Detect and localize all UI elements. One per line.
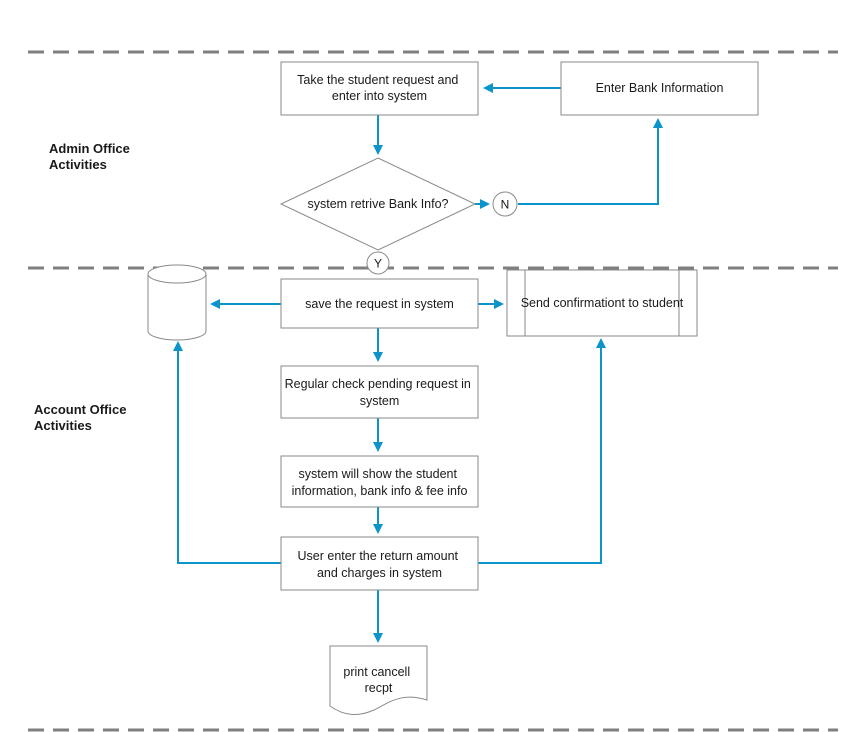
- edge-user-enter-to-database: [173, 341, 281, 564]
- document-print-receipt-label: print cancell recpt: [343, 665, 413, 695]
- process-regular-check[interactable]: Regular check pending request in system: [280, 365, 479, 419]
- process-show-info-label: system will show the student information…: [292, 467, 468, 498]
- connector-no[interactable]: N: [492, 191, 518, 217]
- process-take-request[interactable]: Take the student request and enter into …: [280, 61, 479, 116]
- process-save-request[interactable]: save the request in system: [280, 278, 479, 329]
- process-enter-bank-info-label: Enter Bank Information: [596, 81, 724, 95]
- predefined-process-send-confirmation[interactable]: Send confirmationt to student: [506, 269, 698, 337]
- decision-bank-info-label: system retrive Bank Info?: [307, 197, 448, 211]
- process-user-enter-label: User enter the return amount and charges…: [298, 549, 462, 580]
- process-enter-bank-info[interactable]: Enter Bank Information: [560, 61, 759, 116]
- connector-yes-label: Y: [374, 257, 382, 271]
- lane-label-admin: Admin Office Activities: [49, 141, 134, 172]
- predefined-process-send-confirmation-label: Send confirmationt to student: [521, 296, 684, 310]
- document-print-receipt[interactable]: print cancell recpt: [329, 645, 428, 715]
- process-regular-check-label: Regular check pending request in system: [285, 377, 475, 408]
- process-user-enter[interactable]: User enter the return amount and charges…: [280, 536, 479, 591]
- database-cylinder-icon[interactable]: [147, 264, 207, 341]
- process-take-request-label: Take the student request and enter into …: [297, 73, 462, 103]
- decision-bank-info[interactable]: system retrive Bank Info?: [279, 157, 477, 251]
- connector-yes[interactable]: Y: [366, 251, 390, 275]
- process-save-request-label: save the request in system: [305, 297, 454, 311]
- connector-no-label: N: [501, 198, 510, 212]
- lane-label-account: Account Office Activities: [34, 402, 130, 433]
- edge-no-to-enter-bank: [518, 118, 663, 205]
- edge-user-enter-to-confirmation: [478, 338, 606, 564]
- process-show-info[interactable]: system will show the student information…: [280, 455, 479, 508]
